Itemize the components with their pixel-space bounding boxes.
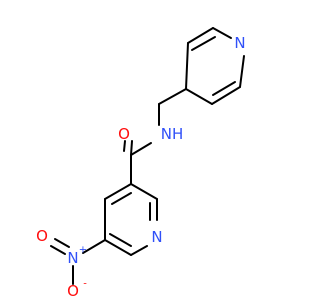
bond <box>211 86 241 105</box>
bond <box>54 238 70 248</box>
bond <box>191 36 216 51</box>
bond <box>104 183 132 200</box>
molecule-structure: N O NH N + O O - N <box>0 0 300 300</box>
bond <box>239 55 245 88</box>
bond <box>82 239 106 254</box>
bond <box>104 239 132 256</box>
background <box>0 0 300 300</box>
bond <box>185 88 213 105</box>
bond <box>130 142 152 156</box>
bond <box>130 140 133 156</box>
nitro-oxygen-left: O <box>36 227 48 245</box>
nitro-nitrogen-charge: + <box>79 245 87 256</box>
bond-lines <box>50 27 245 285</box>
amide-oxygen: O <box>118 125 130 143</box>
nitro-oxygen-charge: - <box>83 279 87 290</box>
bond <box>187 27 214 44</box>
bond <box>212 81 236 96</box>
pyridine-nitrogen-bottom: N <box>151 228 162 246</box>
bond <box>212 27 232 39</box>
bond <box>185 42 189 90</box>
bond <box>123 140 126 152</box>
amide-nh: NH <box>161 125 184 143</box>
atom-labels: N O NH N + O O - N <box>36 34 246 300</box>
bond <box>50 245 66 255</box>
nitro-nitrogen: N <box>67 249 78 267</box>
bond <box>130 245 148 256</box>
bond <box>111 192 132 205</box>
bond <box>130 183 158 200</box>
nitro-oxygen-bottom: O <box>67 282 79 300</box>
bond <box>158 88 187 105</box>
bond <box>109 233 132 247</box>
pyridine-nitrogen-top: N <box>234 34 245 52</box>
